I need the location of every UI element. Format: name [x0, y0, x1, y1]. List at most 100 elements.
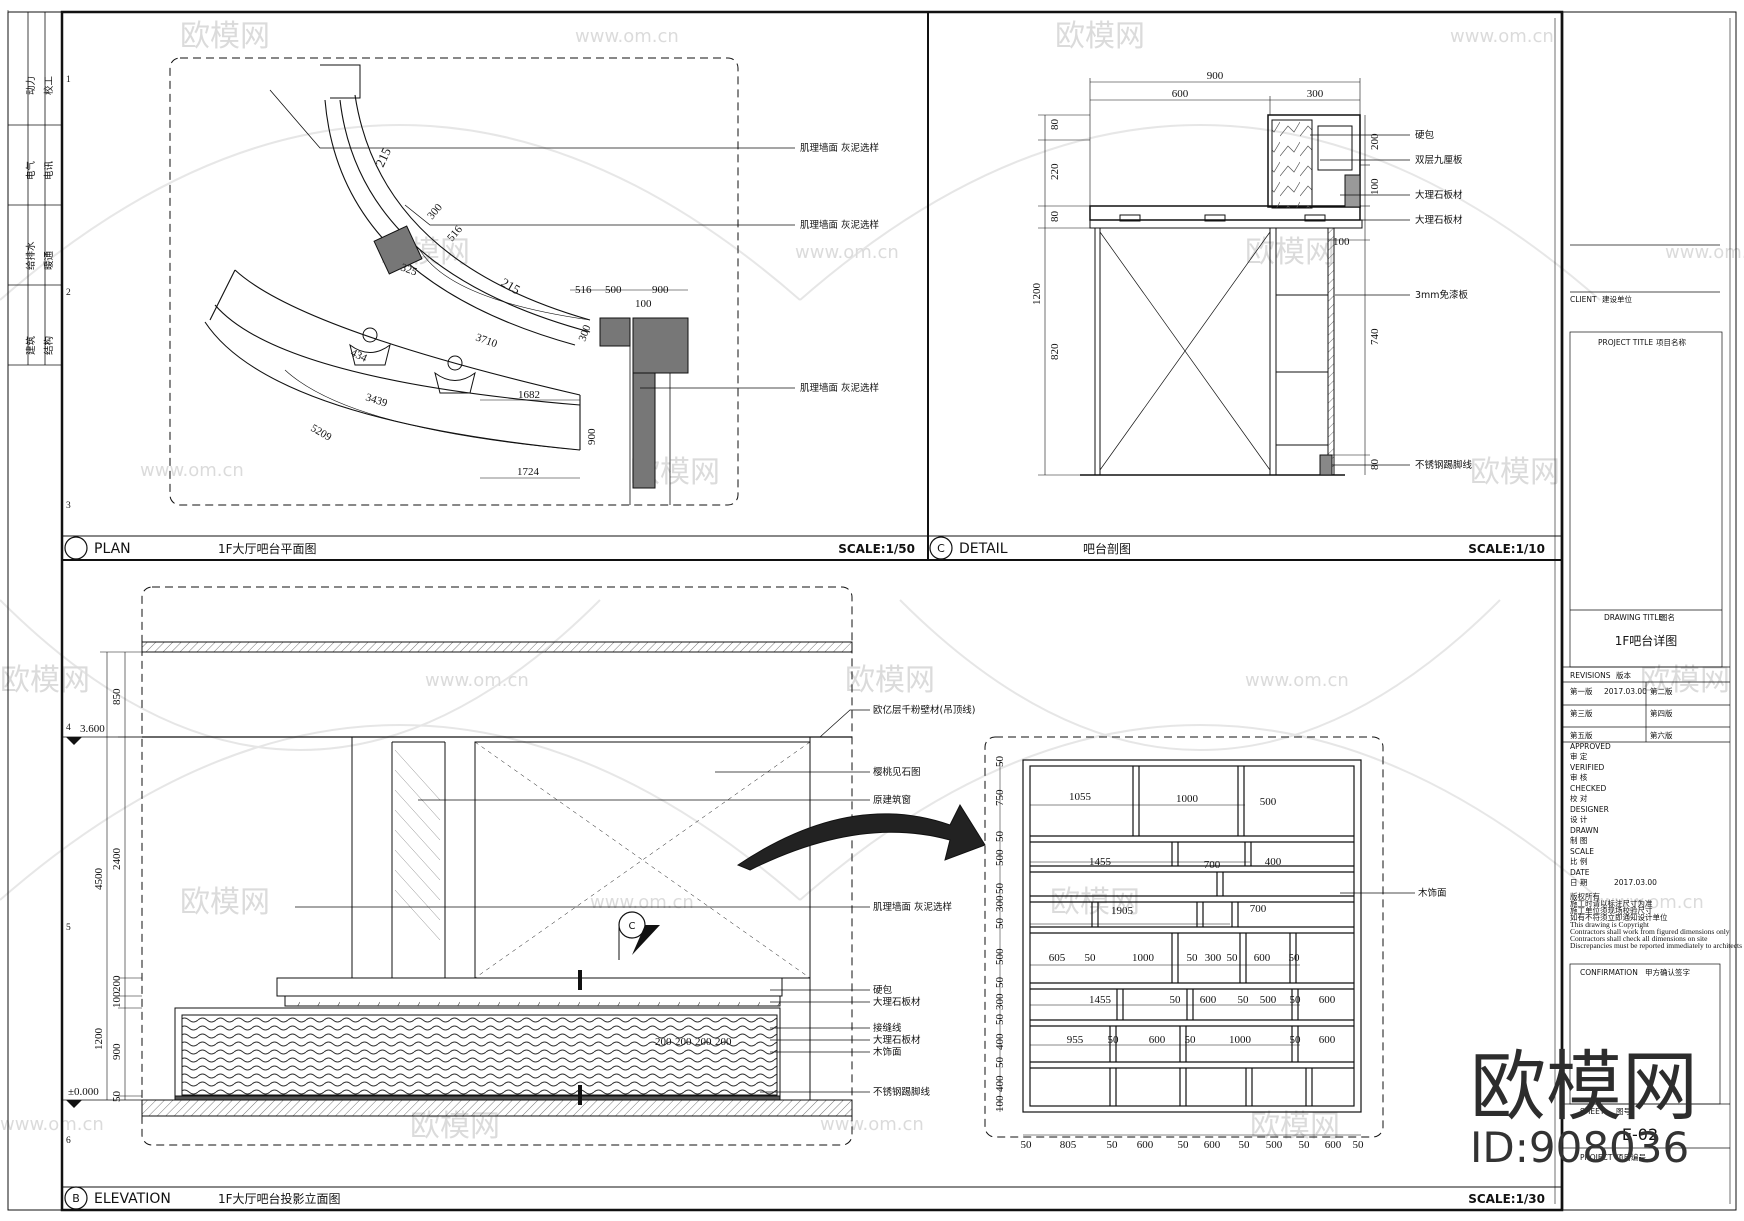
svg-text:50: 50 [1227, 952, 1239, 964]
margin-label: 结构 [43, 336, 55, 355]
margin-label: 暖通 [43, 250, 55, 270]
counter-top [276, 977, 783, 997]
svg-text:50: 50 [111, 1091, 123, 1103]
person-icon [349, 327, 391, 366]
svg-text:5209: 5209 [309, 422, 334, 444]
svg-text:建设单位: 建设单位 [1602, 294, 1632, 304]
watermark-url: www.om.cn [1665, 242, 1744, 263]
svg-text:805: 805 [1060, 1139, 1077, 1151]
bar-end-block [599, 317, 631, 347]
title-block: CLIENT 建设单位 PROJECT TITLE 项目名称 DRAWING T… [1562, 244, 1742, 1162]
svg-text:1000: 1000 [1229, 1034, 1252, 1046]
svg-text:600: 600 [1172, 88, 1189, 100]
svg-text:SCALE: SCALE [1570, 847, 1594, 856]
svg-text:200: 200 [111, 975, 123, 992]
svg-text:3.600: 3.600 [80, 723, 105, 735]
svg-text:700: 700 [1204, 859, 1221, 871]
svg-text:80: 80 [1049, 119, 1061, 131]
svg-text:This drawing is Copyright: This drawing is Copyright [1570, 920, 1650, 929]
svg-text:50: 50 [1353, 1139, 1365, 1151]
watermark-url: www.om.cn [1600, 892, 1704, 913]
svg-text:比 例: 比 例 [1570, 856, 1587, 866]
detail-dimensions: 900 600 300 80 220 80 1200 820 200 100 1… [1031, 70, 1381, 470]
watermark-brand: 欧模网 [1055, 19, 1145, 54]
plan-callout: 肌理墙面 灰泥选样 [800, 382, 879, 394]
large-watermark: 欧模网 ID:908036 [1470, 1042, 1698, 1172]
svg-text:审 核: 审 核 [1570, 772, 1588, 782]
panel-scale: SCALE:1/10 [1468, 542, 1545, 556]
svg-text:50: 50 [1239, 1139, 1251, 1151]
svg-text:PROJECT TITLE: PROJECT TITLE [1598, 338, 1653, 347]
row-number: 3 [66, 501, 71, 511]
svg-text:200: 200 [695, 1036, 712, 1048]
panel-title: 吧台剖图 [1083, 541, 1131, 556]
svg-text:500: 500 [1266, 1139, 1283, 1151]
svg-text:DATE: DATE [1570, 868, 1590, 877]
bar-end-block [632, 372, 656, 489]
svg-text:REVISIONS: REVISIONS [1570, 671, 1611, 680]
sheet-number: E-02 [1622, 1125, 1658, 1144]
sheet-border [7, 10, 1737, 1212]
svg-text:50: 50 [1170, 994, 1182, 1006]
svg-text:100: 100 [635, 298, 652, 310]
margin-label: 建筑 [25, 335, 37, 355]
panel-title-elevation: B ELEVATION 1F大厅吧台投影立面图 SCALE:1/30 [64, 1186, 1545, 1210]
svg-text:605: 605 [1049, 952, 1066, 964]
svg-text:820: 820 [1049, 343, 1061, 360]
svg-text:500: 500 [994, 948, 1006, 965]
plan-callout: 肌理墙面 灰泥选样 [800, 142, 879, 154]
svg-text:600: 600 [1319, 994, 1336, 1006]
panel-marker-letter: B [72, 1192, 80, 1205]
svg-text:600: 600 [1137, 1139, 1154, 1151]
svg-text:如有不符须立即通知设计单位: 如有不符须立即通知设计单位 [1570, 912, 1668, 922]
svg-text:200: 200 [655, 1036, 672, 1048]
bar-column-block [373, 225, 423, 275]
plan-wall-notch [320, 64, 361, 99]
counter-top-base [1089, 219, 1363, 229]
svg-text:220: 220 [1049, 163, 1061, 180]
svg-text:第一版: 第一版 [1570, 686, 1593, 696]
margin-label: 电气 [25, 160, 37, 180]
margin-label: 动力 [25, 76, 37, 95]
svg-text:600: 600 [1325, 1139, 1342, 1151]
elevation-callout: 木饰面 [873, 1046, 902, 1058]
panel-marker [64, 1186, 88, 1210]
watermark-url: www.om.cn [1450, 26, 1554, 47]
callout-arrow [736, 803, 986, 871]
detail-view: 900 600 300 80 220 80 1200 820 200 100 1… [1031, 70, 1473, 476]
watermark-url: www.om.cn [0, 1114, 104, 1135]
stainless-kickplate [1319, 454, 1333, 476]
svg-text:100: 100 [1333, 236, 1350, 248]
svg-text:955: 955 [1067, 1034, 1084, 1046]
svg-text:100: 100 [994, 1095, 1006, 1112]
upper-cabinet [1267, 114, 1361, 208]
svg-text:版本: 版本 [1616, 670, 1632, 680]
watermark-layer: 欧模网 www.om.cn 欧模网 www.om.cn 欧模网 www.om.c… [0, 19, 1744, 1144]
shelf-left-dimensions: 50 750 50 500 50 300 50 500 50 300 50 40… [994, 756, 1006, 1113]
left-margin: 动力 校工 电气 电讯 给排水 暖通 建筑 结构 1 2 3 4 5 6 [8, 12, 71, 1146]
svg-text:3710: 3710 [474, 332, 499, 351]
svg-text:750: 750 [994, 789, 1006, 806]
svg-text:DESIGNER: DESIGNER [1570, 805, 1609, 814]
svg-text:500: 500 [1260, 796, 1277, 808]
shelf-view: 1055 1000 500 1455 700 400 1905 700 605 … [984, 736, 1447, 1151]
panel-marker-letter: C [937, 542, 945, 555]
svg-text:1000: 1000 [1132, 952, 1155, 964]
svg-text:第二版: 第二版 [1650, 686, 1673, 696]
svg-text:50: 50 [1238, 994, 1250, 1006]
elevation-view: C 3.600 ±0.000 850 4500 2400 [62, 586, 986, 1146]
marble-panel [1271, 119, 1313, 209]
ceiling-slab [141, 641, 853, 653]
svg-text:50: 50 [994, 756, 1006, 768]
row-number: 5 [66, 923, 71, 933]
svg-text:1200: 1200 [93, 1028, 105, 1051]
watermark-brand: 欧模网 [1245, 235, 1335, 270]
svg-text:50: 50 [1289, 952, 1301, 964]
elevation-callout: 肌理墙面 灰泥选样 [873, 901, 952, 913]
row-number: 2 [66, 288, 71, 298]
row-number: 4 [66, 723, 71, 733]
row-number: 1 [66, 75, 71, 85]
detail-callout: 大理石板材 [1415, 214, 1463, 226]
svg-text:600: 600 [1149, 1034, 1166, 1046]
elevation-callout: 大理石板材 [873, 1034, 921, 1046]
